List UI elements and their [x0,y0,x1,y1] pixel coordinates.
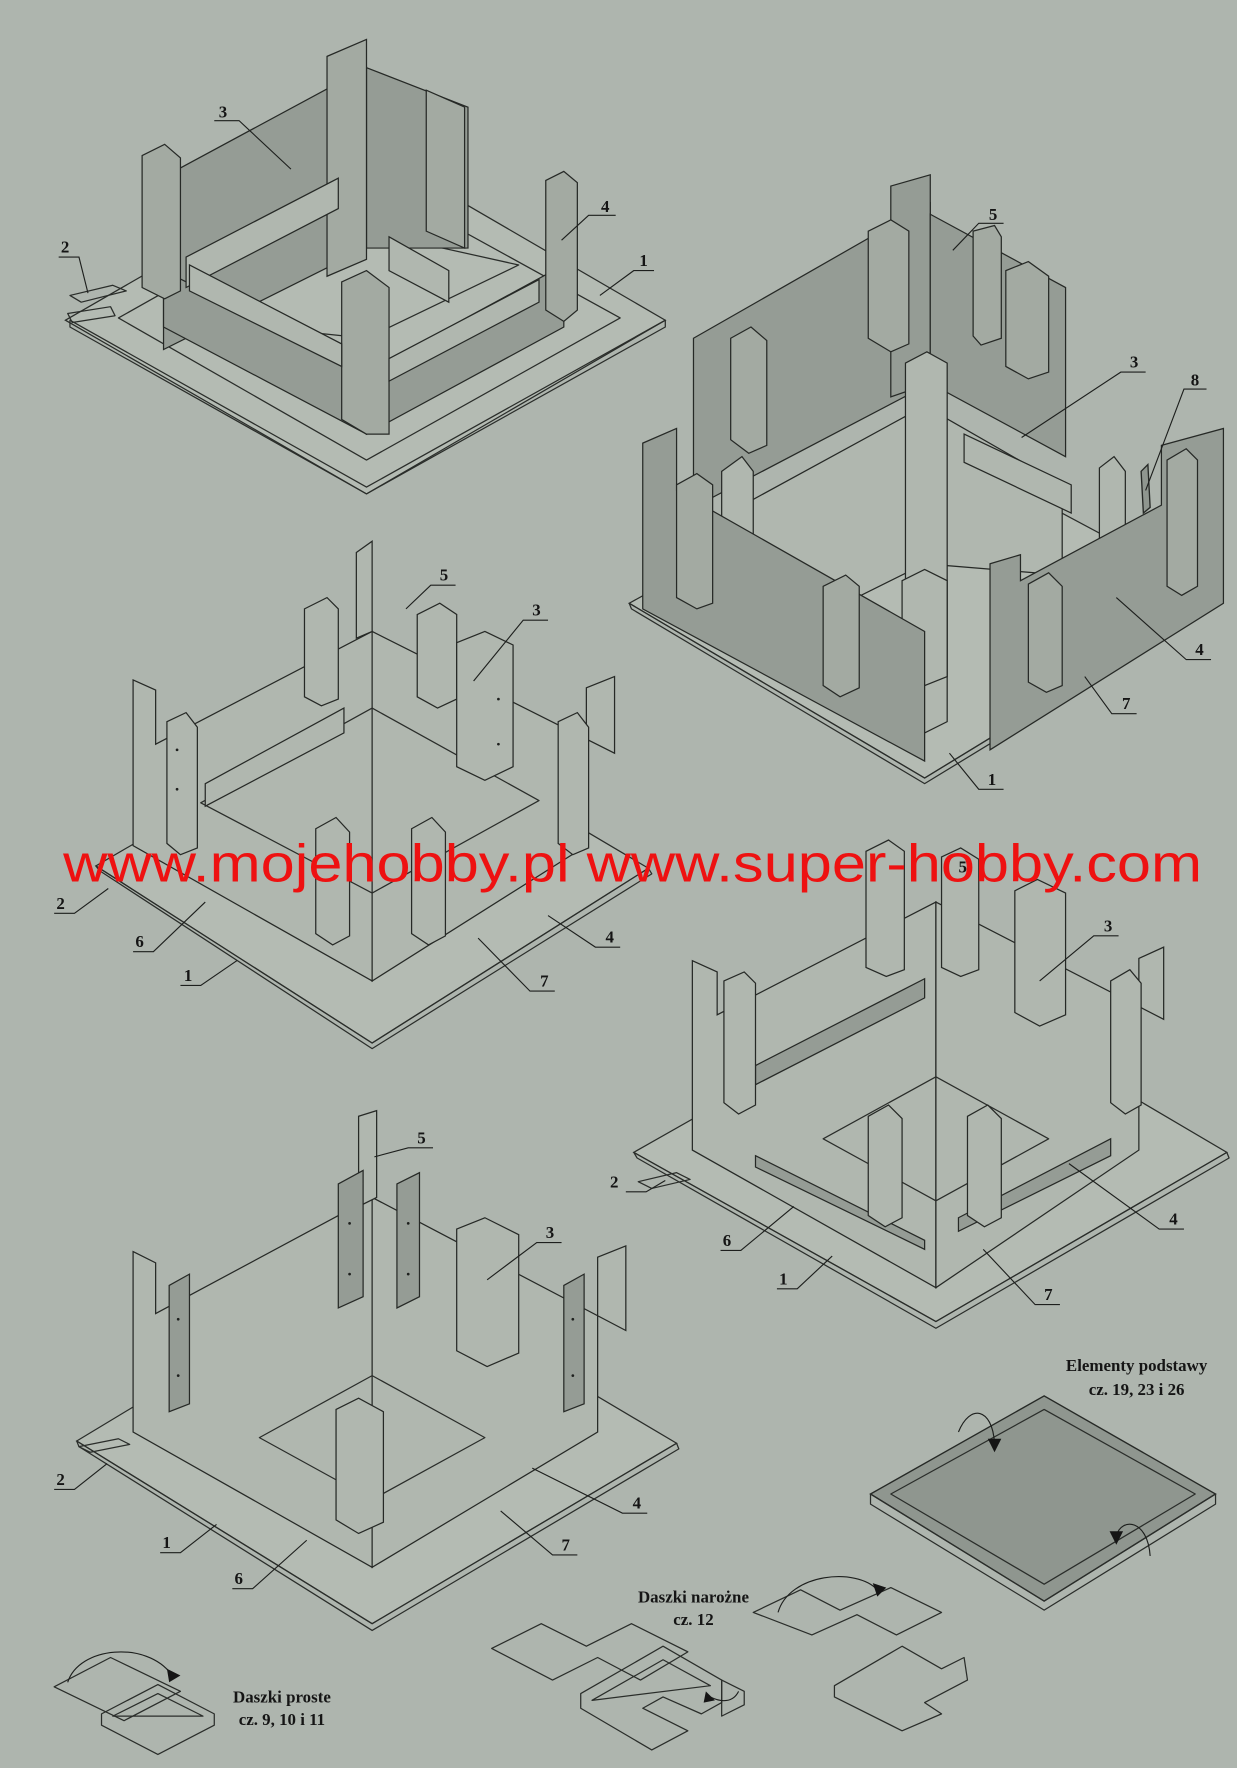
label-5: 5 [958,858,966,877]
label-2: 2 [56,894,64,913]
label-1: 1 [184,966,192,985]
label-1: 1 [779,1269,787,1288]
label-3: 3 [532,601,540,620]
label-5: 5 [417,1128,425,1147]
label-1: 1 [639,251,647,270]
straight-roofs-parts: cz. 9, 10 i 11 [239,1710,325,1729]
label-2: 2 [610,1172,618,1191]
label-7: 7 [1044,1285,1053,1304]
label-1: 1 [162,1533,170,1552]
straight-roofs-diagram [53,1651,215,1756]
label-2: 2 [56,1470,64,1489]
label-4: 4 [1169,1210,1178,1229]
label-4: 4 [606,928,615,947]
label-7: 7 [540,972,549,991]
label-3: 3 [546,1223,554,1242]
step-1-diagram: 3 4 2 1 [58,38,667,495]
label-4: 4 [601,197,610,216]
watermark-text: www.mojehobby.pl www.super-hobby.com [62,835,1202,894]
label-7: 7 [1122,694,1131,713]
label-5: 5 [989,205,997,224]
corner-roofs-parts: cz. 12 [673,1610,713,1629]
straight-roofs-title: Daszki proste [233,1688,331,1707]
label-6: 6 [135,932,143,951]
label-3: 3 [219,102,227,121]
step-2-diagram: 5 3 8 4 7 1 [627,173,1225,790]
label-6: 6 [235,1569,243,1588]
label-3: 3 [1104,916,1112,935]
label-6: 6 [723,1231,731,1250]
label-8: 8 [1191,371,1199,390]
label-4: 4 [1195,640,1204,659]
label-4: 4 [633,1494,642,1513]
label-7: 7 [562,1535,571,1554]
base-elements-diagram [869,1395,1217,1611]
base-elements-parts: cz. 19, 23 i 26 [1089,1380,1185,1399]
corner-roofs-diagram [491,1576,969,1751]
label-5: 5 [440,566,448,585]
label-1: 1 [988,770,996,789]
step-5-diagram: 5 3 2 1 6 4 7 [54,1109,680,1632]
label-2: 2 [61,238,69,257]
step-3-diagram: 5 3 2 6 1 4 7 [54,540,653,1050]
base-elements-title: Elementy podstawy [1066,1356,1208,1375]
step-4-diagram: 3 2 6 1 4 7 [610,839,1230,1329]
corner-roofs-title: Daszki narożne [638,1587,749,1606]
label-3: 3 [1130,353,1138,372]
